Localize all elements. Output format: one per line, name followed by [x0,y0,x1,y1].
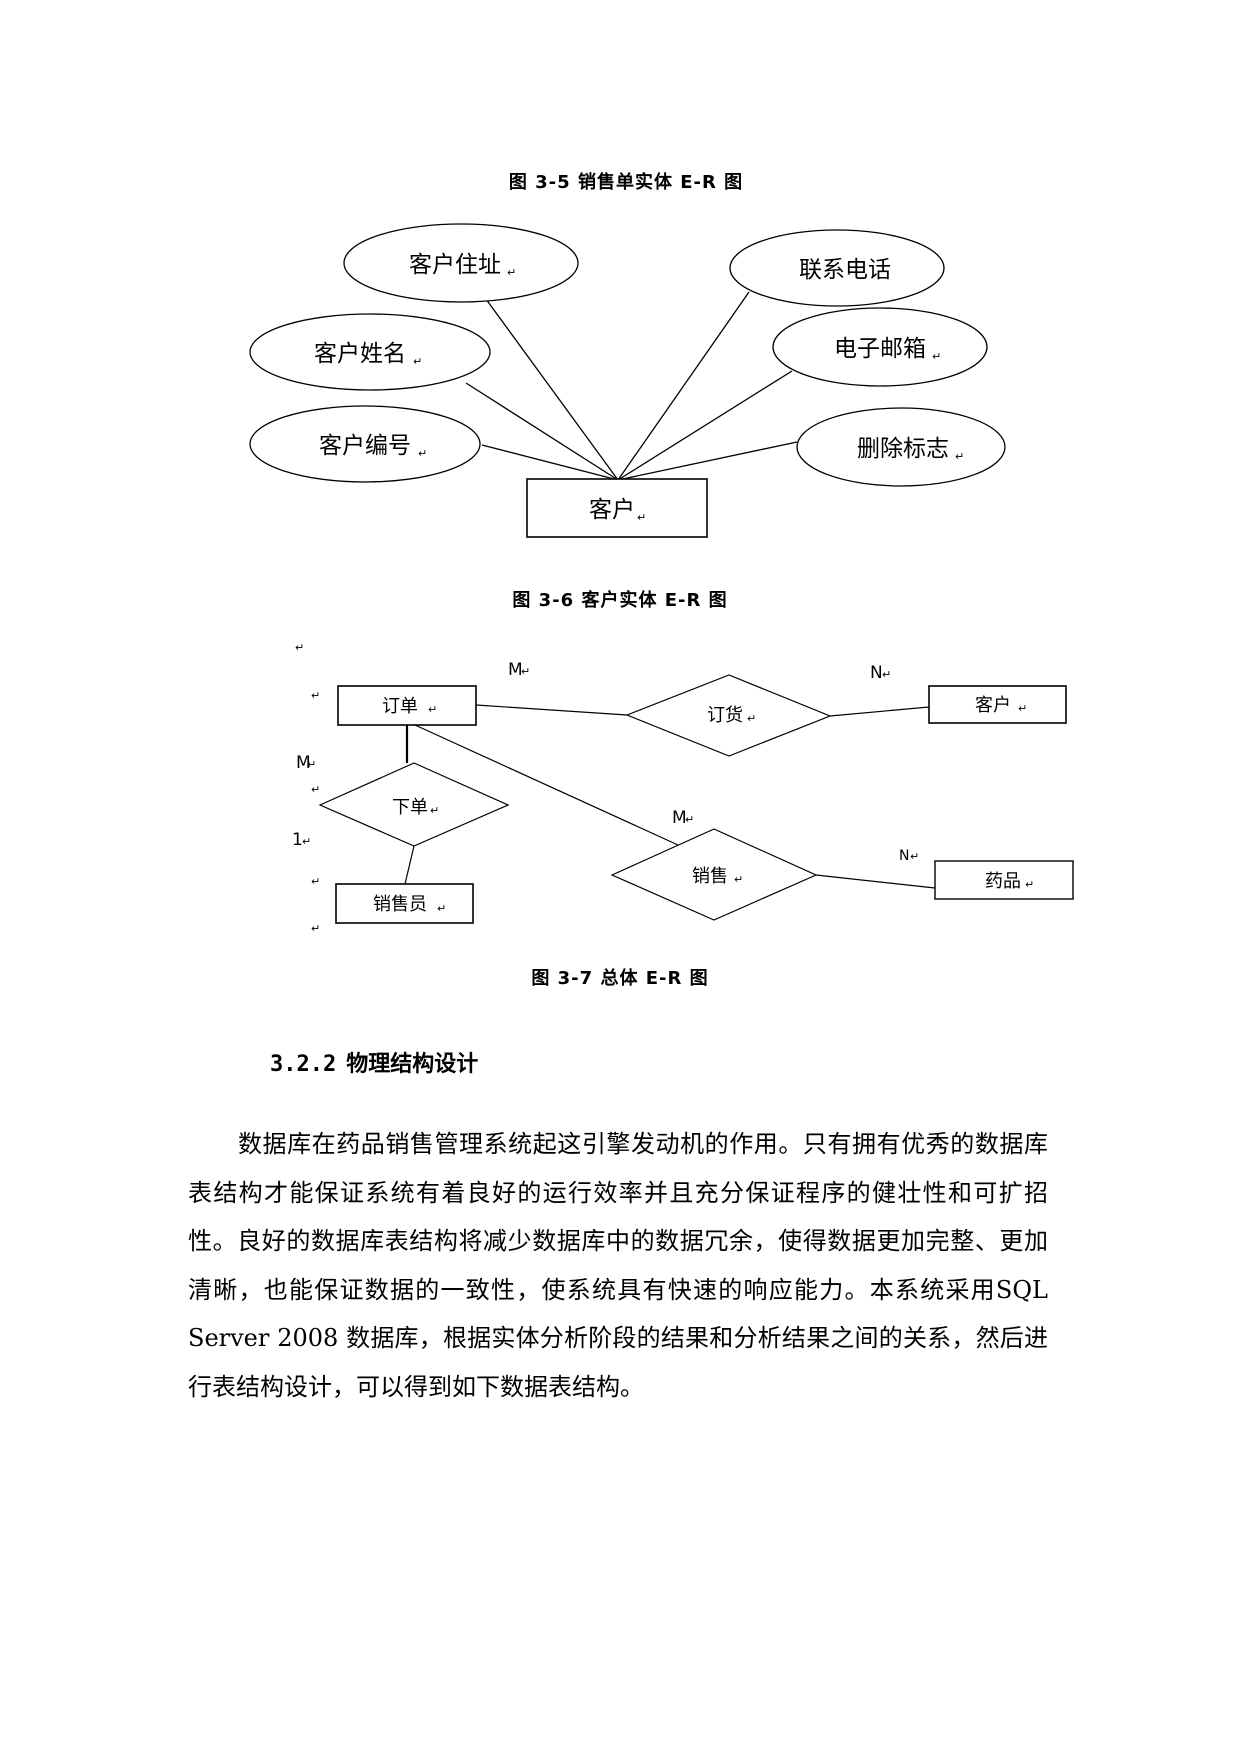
paragraph-mark: ↵ [311,875,320,888]
relationship-diamond-ordering [625,674,832,757]
cardinality-label: M [296,753,311,773]
relationship-label: 下单 [392,797,428,818]
entity-label: 订单 [382,696,418,717]
attribute-ellipse-address [343,223,579,303]
entity-box-customer [526,478,708,538]
section-title: 物理结构设计 [346,1052,479,1077]
cardinality-label: M [508,660,523,680]
paragraph-mark: ↵ [311,922,320,935]
paragraph-mark: ↵ [437,902,446,915]
attribute-label: 客户姓名 [314,341,406,367]
paragraph-mark: ↵ [311,783,320,796]
connector-line [617,441,798,481]
figure-3-7-caption: 图 3-7 总体 E-R 图 [531,968,709,989]
connector-line [404,845,415,885]
cardinality-label: M [672,808,687,828]
body-paragraph: 数据库在药品销售管理系统起这引擎发动机的作用。只有拥有优秀的数据库表结构才能保证… [188,1130,1048,1401]
attribute-label: 电子邮箱 [834,336,926,362]
attribute-label: 客户编号 [319,433,411,459]
paragraph-mark: ↵ [430,804,439,817]
attribute-ellipse-id [249,405,481,483]
figure-3-6-diagram [249,223,1006,538]
paragraph-mark: ↵ [521,665,530,678]
figure-3-6-labels: 客户住址 客户姓名 客户编号 联系电话 电子邮箱 删除标志 客户 [314,252,949,523]
connector-line [815,874,936,889]
connector-line [414,724,679,846]
cardinality-label: 1 [292,830,303,850]
paragraph-mark: ↵ [428,703,437,716]
attribute-ellipse-name [249,313,491,391]
attribute-ellipse-email [772,307,988,387]
connector-line [465,382,619,481]
paragraph-mark: ↵ [685,813,694,826]
relationship-diamond-place-order [318,762,510,847]
entity-label: 药品 [985,871,1021,892]
attribute-label: 客户住址 [409,252,501,278]
paragraph-mark: ↵ [637,511,646,524]
figure-3-7-diagram [318,674,1074,924]
attribute-ellipse-phone [729,229,945,307]
paragraph-mark: ↵ [1025,878,1034,891]
entity-label: 客户 [975,695,1011,716]
paragraph-mark: ↵ [311,689,320,702]
entity-box-drug [934,860,1074,900]
entity-label: 客户 [589,497,635,523]
entity-label: 销售员 [373,894,427,915]
connector-line [475,704,628,716]
attribute-label: 删除标志 [857,436,949,462]
paragraph-mark: ↵ [747,712,756,725]
paragraph-mark: ↵ [307,758,316,771]
paragraph-mark: ↵ [1018,702,1027,715]
figure-3-6-caption: 图 3-6 客户实体 E-R 图 [512,590,728,611]
paragraph-mark: ↵ [295,641,304,654]
connector-line [482,294,619,481]
entity-box-customer [928,685,1067,724]
paragraph-marks: ↵ ↵ ↵ ↵ ↵ ↵ [413,266,964,524]
cardinality-labels: M N M 1 M N [292,660,909,864]
connector-line [617,291,750,481]
section-number: 3.2.2 [270,1052,337,1077]
paragraph-mark: ↵ [932,350,941,363]
cardinality-label: N [870,663,883,683]
paragraph-marks: ↵ ↵ ↵ ↵ ↵ ↵ ↵ ↵ ↵ ↵ ↵ ↵ ↵ ↵ ↵ ↵ ↵ ↵ [295,641,1034,935]
relationship-label: 订货 [707,705,743,726]
connector-line [481,444,619,481]
paragraph-mark: ↵ [413,355,422,368]
paragraph-mark: ↵ [418,447,427,460]
figure-3-7-labels: 订单 客户 销售员 药品 订货 下单 销售 [373,695,1021,915]
entity-box-order [337,685,477,726]
relationship-label: 销售 [692,866,728,887]
paragraph-mark: ↵ [507,266,516,279]
paragraph-mark: ↵ [910,850,919,863]
paragraph-mark: ↵ [955,450,964,463]
paragraph-mark: ↵ [734,873,743,886]
section-heading: 3.2.2 物理结构设计 [270,1046,478,1078]
connector-line [617,370,793,481]
cardinality-label: N [899,848,909,864]
attribute-label: 联系电话 [799,257,891,283]
relationship-diamond-sale [610,828,818,921]
paragraph-mark: ↵ [302,835,311,848]
attribute-ellipse-delete-flag [796,407,1006,487]
figure-3-5-caption: 图 3-5 销售单实体 E-R 图 [508,172,744,193]
connector-line [829,706,930,717]
paragraph-mark: ↵ [882,668,891,681]
entity-box-salesperson [335,883,474,924]
